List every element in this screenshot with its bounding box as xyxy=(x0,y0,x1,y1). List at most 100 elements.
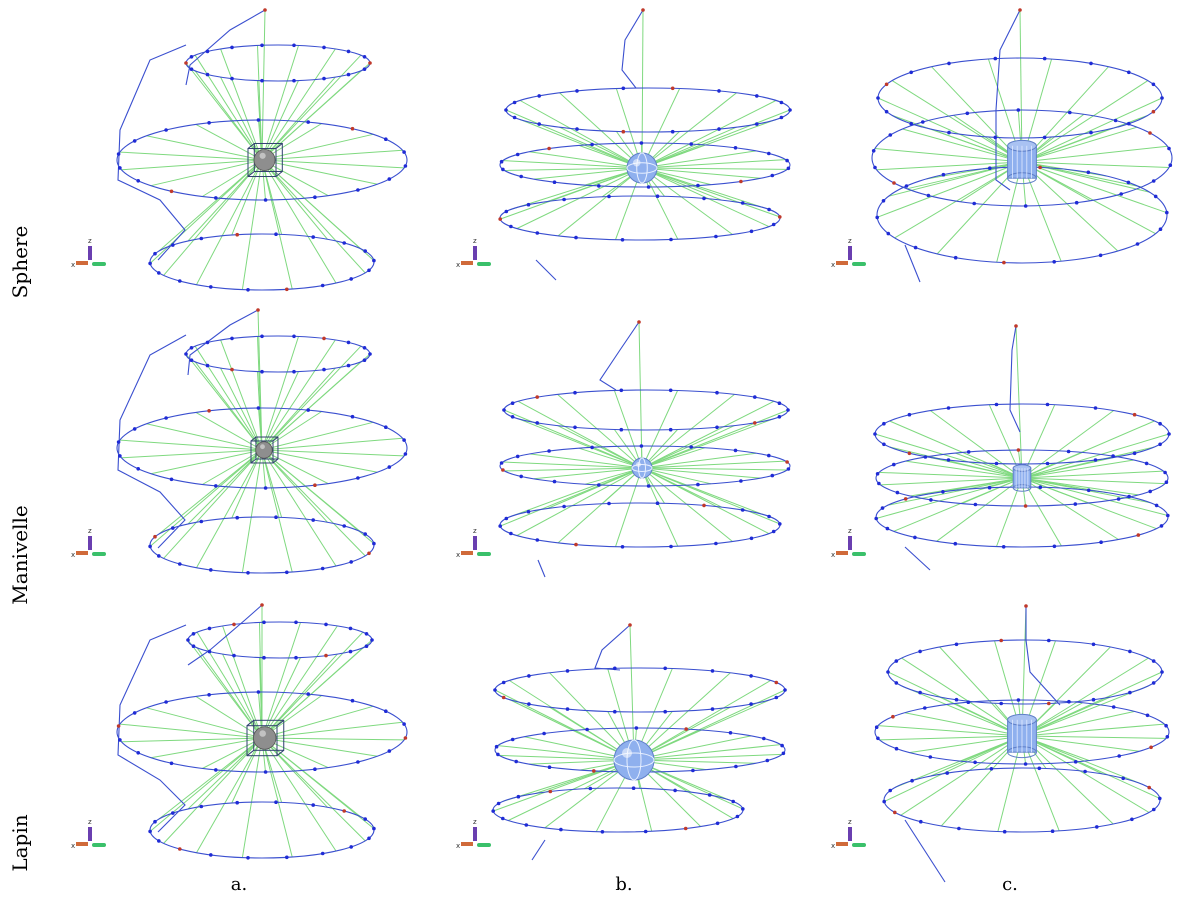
ray xyxy=(557,394,643,469)
ray xyxy=(1021,80,1149,163)
trajectory-node xyxy=(885,526,890,531)
trajectory-node xyxy=(875,472,880,476)
trajectory-node xyxy=(882,799,886,804)
trajectory-node xyxy=(945,771,949,775)
trajectory-node xyxy=(207,693,211,697)
trajectory-node xyxy=(209,568,213,572)
trajectory-node xyxy=(274,800,278,804)
trajectory-node xyxy=(788,108,792,112)
ray xyxy=(261,133,374,161)
trajectory-node xyxy=(362,67,367,71)
ray xyxy=(877,725,1023,737)
ray xyxy=(633,753,783,761)
trajectory-node xyxy=(749,674,753,678)
trajectory-node xyxy=(877,481,881,486)
ray xyxy=(261,48,336,161)
trajectory-node xyxy=(631,786,636,790)
trajectory-node xyxy=(1127,121,1131,126)
trajectory-node xyxy=(1116,497,1121,501)
triad-z-axis xyxy=(848,536,852,550)
axis-triad-3: zx xyxy=(831,237,866,269)
ray xyxy=(891,114,1023,163)
trajectory-node xyxy=(164,128,168,132)
trajectory-node xyxy=(874,516,878,521)
trajectory-node xyxy=(246,571,250,575)
trajectory-node xyxy=(988,166,992,170)
trajectory-node xyxy=(774,695,779,700)
panel-sphere-c xyxy=(871,8,1173,283)
trajectory-node xyxy=(668,388,673,393)
trajectory-node xyxy=(973,760,977,765)
object-sphere xyxy=(631,457,653,479)
ray xyxy=(641,126,737,169)
ray xyxy=(936,477,1023,542)
trajectory-ring xyxy=(871,109,1173,207)
trajectory-node xyxy=(1066,449,1071,454)
trajectory-node xyxy=(907,451,912,456)
trajectory-node xyxy=(246,856,250,860)
ray xyxy=(641,394,735,469)
trajectory-node xyxy=(496,801,501,806)
ray xyxy=(119,151,263,161)
trajectory-node xyxy=(1163,470,1167,475)
sphere-highlight xyxy=(636,462,641,467)
trajectory-node xyxy=(941,172,946,177)
ray xyxy=(901,657,1023,737)
ray xyxy=(1021,723,1165,737)
trajectory-node xyxy=(717,127,721,131)
trajectory-node xyxy=(504,209,509,214)
ray xyxy=(510,167,643,210)
ray xyxy=(261,737,293,858)
trajectory-node xyxy=(1158,421,1162,426)
panel-lapin-b xyxy=(491,623,787,861)
trajectory-node xyxy=(510,737,515,742)
trajectory-node xyxy=(367,268,371,273)
trajectory-node xyxy=(1037,766,1042,771)
object-inner-model xyxy=(255,441,273,459)
trajectory-ring xyxy=(874,699,1170,765)
trajectory-node xyxy=(363,532,368,536)
trajectory-node xyxy=(717,89,721,93)
trajectory-node xyxy=(876,96,880,100)
trajectory-start-node xyxy=(256,308,260,312)
ray xyxy=(220,339,263,451)
trajectory-node xyxy=(262,655,266,660)
trajectory-node xyxy=(966,450,971,454)
column-label-b: b. xyxy=(615,874,633,895)
trajectory-node xyxy=(171,811,175,815)
trajectory-node xyxy=(1165,735,1170,739)
ray xyxy=(261,653,338,739)
ray xyxy=(261,159,293,290)
ray xyxy=(902,128,1023,163)
ray xyxy=(261,705,374,739)
ray xyxy=(641,390,679,469)
trajectory-node xyxy=(494,744,499,749)
ray xyxy=(1021,452,1083,479)
trajectory-node xyxy=(767,151,771,156)
trajectory-node xyxy=(356,476,360,480)
trajectory-node xyxy=(1016,698,1021,702)
trajectory-node xyxy=(552,180,557,184)
trajectory-node xyxy=(1135,242,1140,246)
trajectory-node xyxy=(205,363,210,368)
trajectory-node xyxy=(573,425,577,430)
ray xyxy=(516,467,643,536)
object-cube-grey xyxy=(246,719,285,757)
trajectory-node xyxy=(519,174,523,179)
trajectory-node xyxy=(634,726,639,730)
trajectory-node xyxy=(755,122,759,126)
trajectory-node xyxy=(786,408,790,412)
triad-z-label: z xyxy=(473,237,477,245)
trajectory-node xyxy=(1086,488,1091,493)
trajectory-node xyxy=(777,415,782,419)
ray xyxy=(874,433,1023,479)
trajectory-node xyxy=(313,195,317,199)
trajectory-node xyxy=(565,707,570,711)
node-group xyxy=(498,86,792,242)
ray xyxy=(1021,477,1062,547)
trajectory-node xyxy=(755,94,759,98)
trajectory-node xyxy=(527,674,531,678)
cube-edge xyxy=(272,436,279,442)
trajectory-node xyxy=(767,514,771,519)
trajectory-node xyxy=(994,402,999,407)
